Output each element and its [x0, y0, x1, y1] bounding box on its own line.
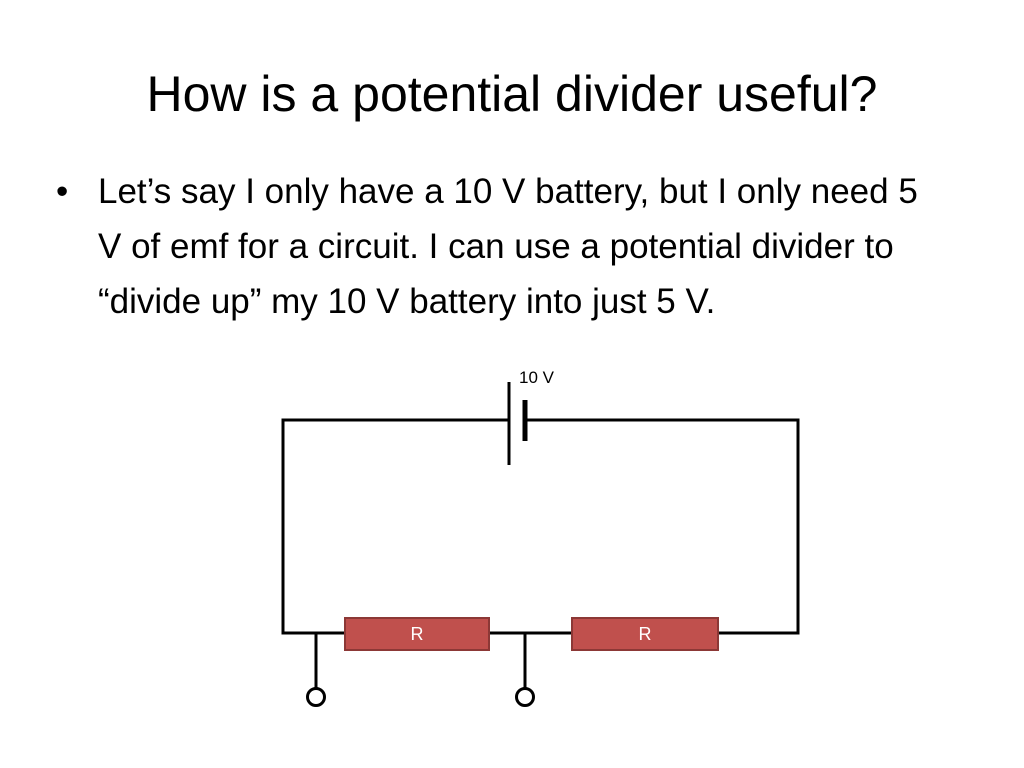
battery-symbol — [507, 382, 528, 465]
output-terminal-middle — [515, 687, 535, 707]
output-terminal-left — [306, 687, 326, 707]
resistor-1-label: R — [411, 624, 424, 644]
resistor-2: R — [571, 617, 719, 651]
bullet-item: • Let’s say I only have a 10 V battery, … — [56, 164, 956, 329]
resistor-1: R — [344, 617, 490, 651]
resistor-2-body — [571, 617, 719, 651]
resistor-1-body — [344, 617, 490, 651]
slide-title: How is a potential divider useful? — [146, 66, 878, 122]
bullet-list: • Let’s say I only have a 10 V battery, … — [56, 164, 956, 329]
bullet-dot-icon: • — [56, 172, 69, 211]
bullet-text: Let’s say I only have a 10 V battery, bu… — [98, 172, 918, 321]
battery-label: 10 V — [519, 368, 555, 387]
resistor-2-label: R — [639, 624, 652, 644]
